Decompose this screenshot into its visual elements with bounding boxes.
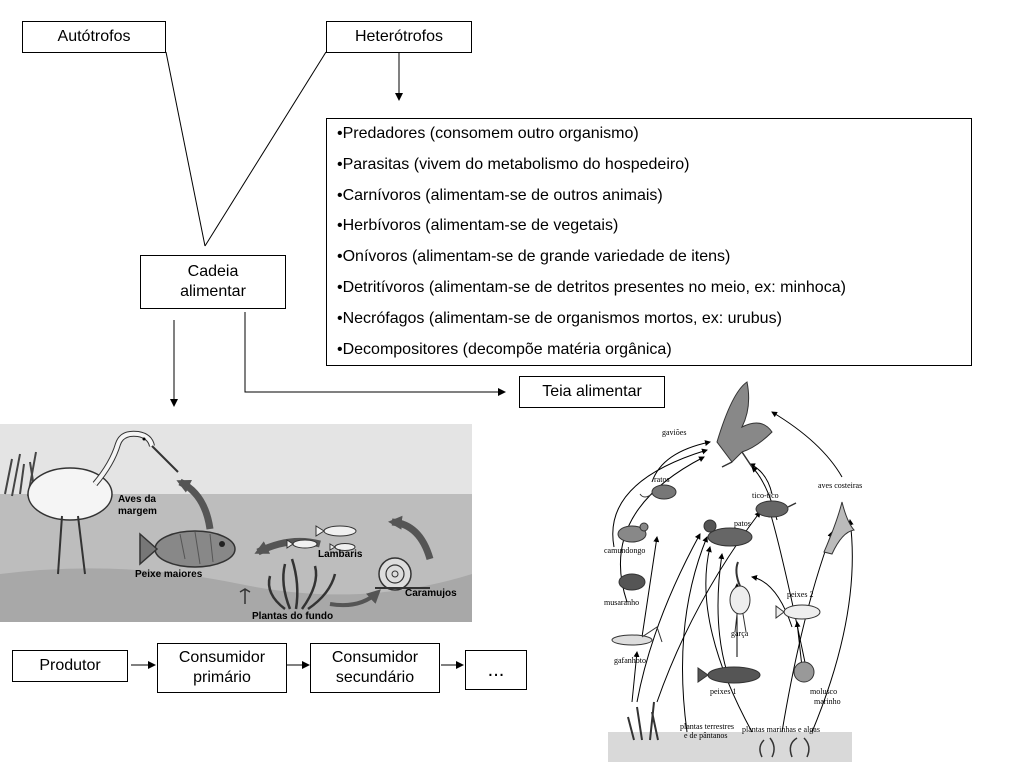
web-label-aves-costeiras: aves costeiras [818, 481, 862, 490]
heterotrofos-box: Heterótrofos [326, 21, 472, 53]
heterotrofos-list-item: •Herbívoros (alimentam-se de vegetais) [337, 217, 619, 235]
heron-small-icon [729, 561, 751, 633]
label-plantas-do-fundo: Plantas do fundo [252, 611, 333, 622]
label-margem: margem [118, 506, 157, 517]
ellipsis-label: ... [487, 659, 505, 681]
autotrofos-box: Autótrofos [22, 21, 166, 53]
consumidor-secundario-line1: Consumidor [331, 649, 419, 666]
web-label-ratos: ratos [654, 475, 670, 484]
cadeia-label-line1: Cadeia [187, 263, 239, 280]
produtor-label: Produtor [39, 657, 101, 674]
fish1-icon [697, 666, 761, 684]
web-label-peixes-1: peixes 1 [710, 687, 736, 696]
web-label-molusco: molusco [810, 687, 837, 696]
heterotrofos-list-box: •Predadores (consomem outro organismo) •P… [326, 118, 972, 366]
web-label-musaranho: musaranho [604, 598, 639, 607]
duck-icon [703, 519, 753, 547]
coastal-bird-icon [823, 501, 855, 555]
heron-icon [27, 430, 179, 575]
flow-arrow-4 [329, 589, 381, 608]
heterotrofos-list-item: •Predadores (consomem outro organismo) [337, 125, 639, 142]
riverbed [0, 568, 472, 622]
label-peixe-maiores: Peixe maiores [135, 569, 203, 580]
web-label-plantas-terrestres: plantas terrestres [680, 722, 734, 731]
consumidor-primario-line1: Consumidor [178, 649, 266, 666]
heterotrofos-list-item: •Decompositores (decompõe matéria orgâni… [337, 340, 672, 358]
heterotrofos-to-cadeia-line [204, 51, 327, 247]
sparrow-icon [755, 500, 797, 518]
cadeia-label-line2: alimentar [180, 283, 246, 300]
teia-alimentar-box: Teia alimentar [519, 376, 665, 408]
underwater-plants-icon [267, 558, 337, 611]
web-label-garca: garça [731, 629, 749, 638]
small-fish-icon [286, 525, 357, 551]
heterotrofos-list-item: •Carnívoros (alimentam-se de outros anim… [337, 186, 663, 204]
autotrofos-label: Autótrofos [57, 28, 131, 45]
heterotrofos-list-item: •Necrófagos (alimentam-se de organismos … [337, 309, 782, 327]
web-label-pantanos: e de pântanos [684, 731, 728, 740]
teia-label: Teia alimentar [542, 383, 642, 400]
web-label-camundongo: camundongo [604, 546, 645, 555]
heterotrofos-list-item: •Parasitas (vivem do metabolismo do hosp… [337, 155, 690, 173]
autotrofos-to-cadeia-line [165, 51, 206, 247]
fish2-icon [775, 604, 821, 620]
plant-sprout-icon [239, 588, 251, 604]
flow-arrow-1 [176, 478, 214, 530]
web-label-gafanhoto: gafanhoto [614, 656, 646, 665]
consumidor-secundario-box: Consumidor secundário [310, 643, 440, 693]
rat-icon [639, 484, 677, 500]
label-aves-da: Aves da [118, 494, 156, 505]
web-ground [608, 732, 852, 762]
mouse-icon [617, 522, 649, 543]
mollusc-icon [793, 661, 815, 683]
consumidor-primario-box: Consumidor primário [157, 643, 287, 693]
marine-plants-icon [759, 737, 810, 758]
heterotrofos-label: Heterótrofos [354, 28, 444, 45]
web-label-tico-tico: tico-tico [752, 491, 779, 500]
consumidor-secundario-line2: secundário [335, 669, 415, 686]
consumidor-primario-line2: primário [193, 669, 251, 686]
produtor-box: Produtor [12, 650, 128, 682]
heterotrofos-list-item: •Onívoros (alimentam-se de grande varied… [337, 248, 731, 266]
flow-arrow-3 [388, 515, 434, 561]
web-label-gavioes: gaviões [662, 428, 686, 437]
cadeia-alimentar-box: Cadeia alimentar [140, 255, 286, 309]
shrew-icon [618, 573, 646, 591]
web-label-peixes-2: peixes 2 [787, 590, 813, 599]
food-chain-illustration: Aves da margem Peixe maiores Lambaris Ca… [0, 424, 472, 622]
terrestrial-plants-icon [627, 701, 659, 741]
label-caramujos: Caramujos [405, 588, 457, 599]
web-label-marinho: marinho [814, 697, 841, 706]
snail-icon [375, 557, 430, 591]
food-web-illustration: gaviões ratos tico-tico aves costeiras p… [604, 381, 862, 762]
label-lambaris: Lambaris [318, 549, 363, 560]
heterotrofos-list: •Predadores (consomem outro organismo) •P… [337, 124, 971, 370]
big-fish-icon [139, 530, 236, 568]
heterotrofos-list-item: •Detritívoros (alimentam-se de detritos … [337, 278, 846, 296]
web-label-plantas-marinhas: plantas marinhas e algas [742, 725, 820, 734]
cadeia-to-teia-arrow [244, 312, 506, 396]
hawk-icon [716, 381, 773, 468]
web-label-patos: patos [734, 519, 751, 528]
grasshopper-icon [611, 626, 663, 646]
ellipsis-box: ... [465, 650, 527, 690]
